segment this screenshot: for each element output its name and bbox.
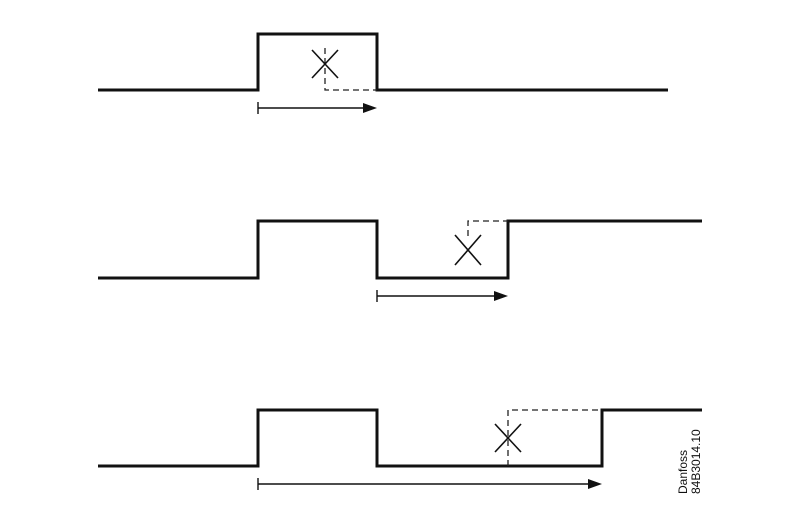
dashed-missing-edge [507, 409, 602, 466]
cross-marker-icon [454, 234, 482, 266]
pulse-waveform [98, 219, 702, 280]
pulse-waveform [98, 32, 668, 92]
duration-arrow [376, 290, 508, 302]
timing-diagram-2 [98, 219, 702, 302]
pulse-waveform [98, 408, 702, 468]
brand-label: Danfoss [676, 450, 690, 494]
timing-diagram-1 [98, 32, 668, 114]
duration-arrow [257, 102, 377, 114]
dashed-missing-edge [324, 48, 377, 91]
reference-code-label: 84B3014.10 [689, 429, 703, 494]
timing-diagram-3 [98, 408, 702, 490]
reference-label: Danfoss 84B3014.10 [676, 429, 703, 494]
cross-marker-icon [311, 49, 339, 79]
dashed-missing-edge [467, 220, 508, 236]
cross-marker-icon [494, 423, 522, 453]
duration-arrow [257, 478, 602, 490]
